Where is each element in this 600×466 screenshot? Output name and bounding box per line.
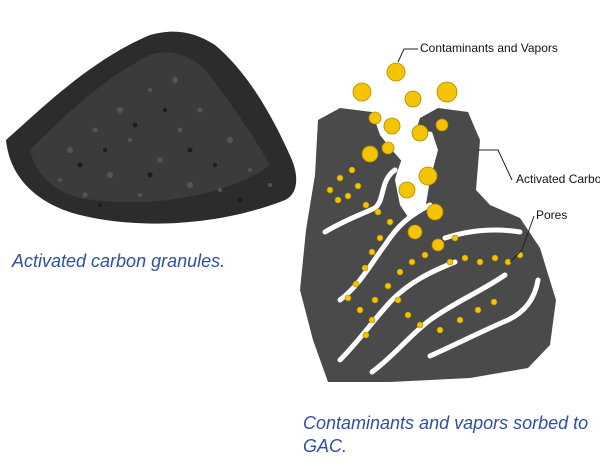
granules-caption: Activated carbon granules. [12, 251, 226, 271]
activated-carbon-label: Activated Carbon [516, 172, 600, 186]
contaminant-particles [352, 62, 458, 252]
activated-carbon-cross-section [300, 108, 556, 382]
sorption-caption: Contaminants and vapors sorbed to GAC. [303, 413, 589, 456]
label-leader-lines [397, 48, 535, 263]
carbon-granules-pile-image [6, 31, 297, 224]
contaminants-label: Contaminants and Vapors [420, 41, 558, 55]
pores-label: Pores [536, 208, 568, 222]
sorbed-contaminant-dots [326, 166, 524, 339]
